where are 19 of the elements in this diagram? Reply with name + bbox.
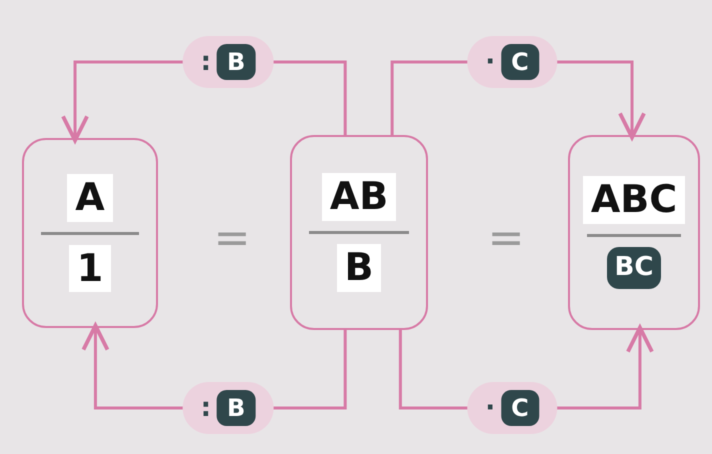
- operator: ·: [485, 393, 496, 423]
- variable-badge: C: [501, 44, 539, 80]
- fraction-box: [290, 135, 428, 330]
- denominator: BC: [606, 246, 662, 289]
- denominator: 1: [68, 244, 112, 292]
- numerator: A: [67, 174, 113, 222]
- denominator: B: [336, 244, 382, 292]
- variable-badge: C: [501, 390, 539, 426]
- fraction-box: [568, 135, 700, 330]
- numerator: AB: [322, 173, 396, 221]
- fraction-box: [22, 138, 158, 328]
- variable-badge: B: [217, 44, 256, 80]
- operator: ·: [485, 47, 496, 77]
- variable-badge: B: [217, 390, 256, 426]
- operator: :: [200, 47, 212, 77]
- equals-sign: =: [214, 212, 250, 264]
- numerator: ABC: [582, 176, 686, 224]
- equals-sign: =: [488, 212, 524, 264]
- operator: :: [200, 393, 212, 423]
